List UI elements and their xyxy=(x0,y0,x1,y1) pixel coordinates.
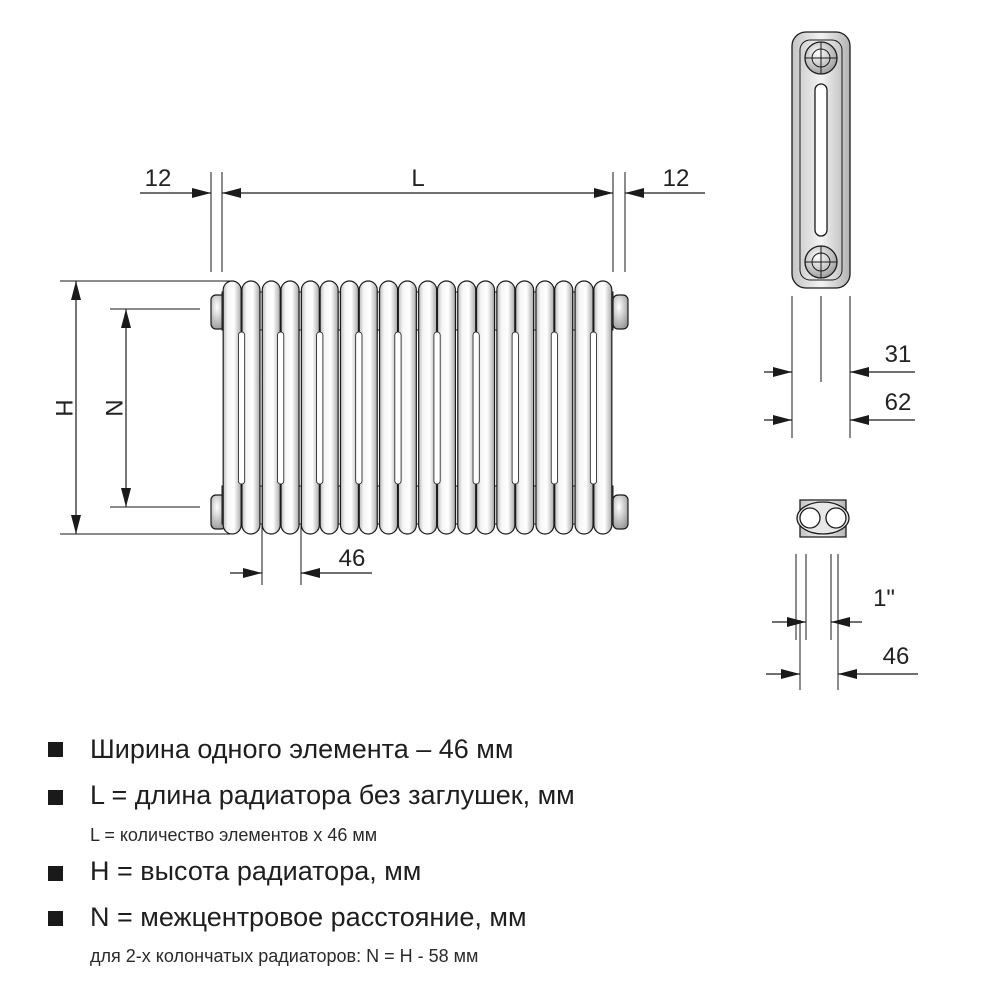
legend-main-text: L = длина радиатора без заглушек, мм xyxy=(90,780,575,810)
dim-left-gap-label: 12 xyxy=(145,165,172,192)
legend: Ширина одного элемента – 46 мм L = длина… xyxy=(0,728,1000,1000)
section-3-window xyxy=(355,331,363,485)
legend-main-text: Ширина одного элемента – 46 мм xyxy=(90,734,514,764)
side-view xyxy=(764,31,915,438)
bullet-square-icon xyxy=(48,911,63,926)
side-dim-inner-label: 31 xyxy=(885,341,912,368)
section-9-window xyxy=(589,331,597,485)
section-8-window xyxy=(550,331,558,485)
dim-length-label: L xyxy=(411,165,424,192)
legend-sub-text: для 2-х колончатых радиаторов: N = H - 5… xyxy=(90,946,479,966)
dim-height-label: H xyxy=(50,399,77,416)
top-dim-thread-label: 1" xyxy=(873,585,895,612)
section-0-window xyxy=(238,331,246,485)
bullet-square-icon xyxy=(48,790,63,805)
radiator-front xyxy=(210,280,629,535)
end-plug-3 xyxy=(612,494,629,530)
side-dim-outer-label: 62 xyxy=(885,389,912,416)
legend-main-text: N = межцентровое расстояние, мм xyxy=(90,902,527,932)
top-detail-view xyxy=(766,499,918,690)
front-view xyxy=(60,172,705,585)
bullet-square-icon xyxy=(48,742,63,757)
end-plug-2 xyxy=(612,294,629,330)
section-2-window xyxy=(316,331,324,485)
dim-section-width-label: 46 xyxy=(339,545,366,572)
section-6-window xyxy=(472,331,480,485)
section-4-window xyxy=(394,331,402,485)
radiator-dimension-diagram: 12 L 12 H N 46 31 62 xyxy=(50,31,918,690)
dim-right-gap-label: 12 xyxy=(663,165,690,192)
dim-center-distance-label: N xyxy=(100,399,127,416)
bullet-square-icon xyxy=(48,866,63,881)
section-5-window xyxy=(433,331,441,485)
top-dim-width-label: 46 xyxy=(883,643,910,670)
section-7-window xyxy=(511,331,519,485)
legend-main-text: H = высота радиатора, мм xyxy=(90,856,422,886)
legend-sub-text: L = количество элементов х 46 мм xyxy=(90,825,378,845)
section-1-window xyxy=(277,331,285,485)
